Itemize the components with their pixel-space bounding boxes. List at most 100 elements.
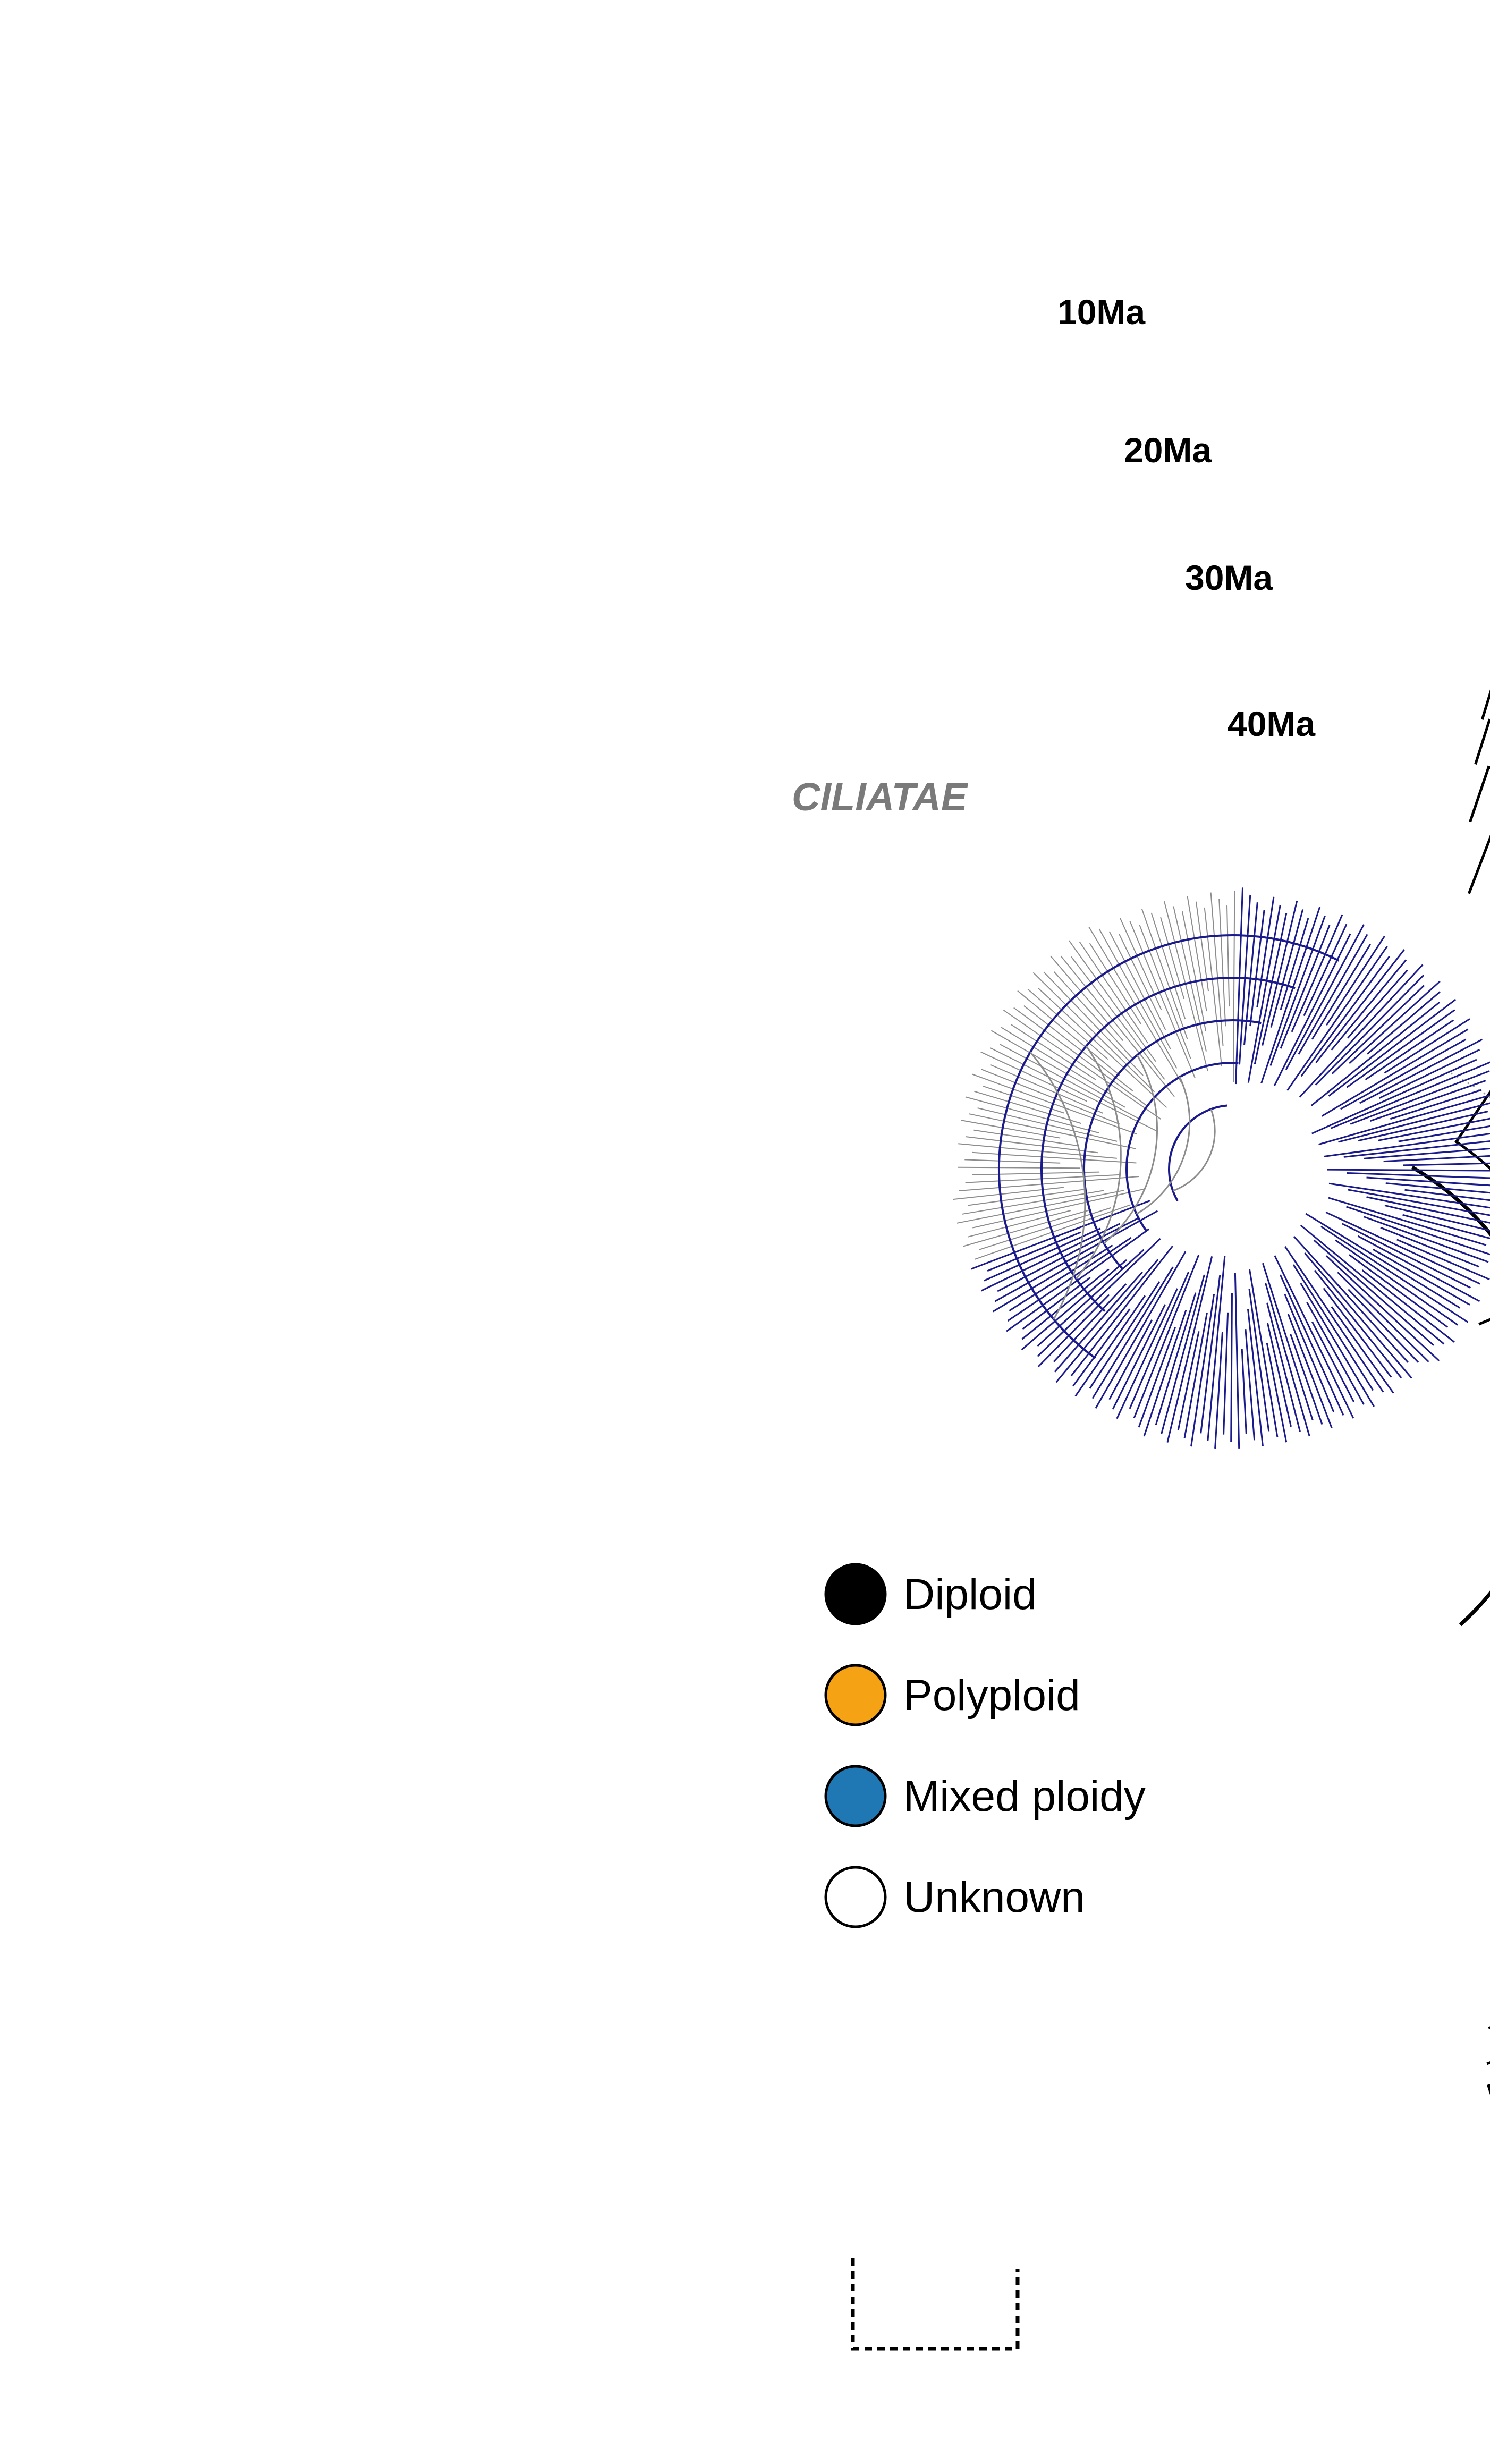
inset-branch [1256,896,1275,1007]
inset-branch [1315,949,1405,1063]
inset-branch [1245,1328,1256,1441]
inset-branch [1331,959,1407,1051]
inset-branch [969,1113,1136,1149]
inset-branch [1089,1281,1161,1389]
inset-arc [1168,1104,1227,1201]
inset-branch [1190,1294,1215,1447]
inset-branch [1402,1214,1490,1240]
inset-branch [1306,1302,1365,1405]
inset-branch [1328,998,1457,1097]
inset-branch [1161,1274,1205,1434]
inset-branch [1280,925,1331,1049]
inset-branch [1318,1094,1490,1146]
inset-branch [1325,1211,1480,1285]
inset-branch [1037,1294,1110,1368]
inset-branch [1254,913,1288,1064]
inset-branch [1070,1246,1173,1377]
inset-branch [1310,1001,1441,1106]
inset-branch [1357,1235,1480,1302]
inset-branch [1021,1259,1128,1351]
inset-branch [1299,964,1424,1098]
inset-branch [1023,1005,1133,1091]
inset-branch [1009,1244,1113,1311]
inset-branch [1291,914,1343,1032]
inset-branch [1027,988,1108,1060]
inset-branch [1349,980,1441,1064]
inset-branch [1348,1289,1419,1363]
inset-branch [1342,1223,1471,1289]
inset-branch [1072,1308,1131,1387]
inset-branch [1001,1027,1111,1095]
inset-branch [963,1209,1091,1247]
legend-swatch [824,1866,887,1928]
inset-branch [1384,1204,1490,1232]
inset-branch [1398,1125,1490,1142]
inset-branch [1343,1140,1490,1158]
inset-branch [958,1143,1117,1159]
inset-branch [1321,1028,1469,1117]
inset-branch [1112,1304,1166,1410]
inset-branch [1284,1293,1335,1412]
inset-branch [981,1069,1120,1125]
inset-branch [1074,1295,1146,1397]
inset-branch [1230,1292,1233,1442]
dashed-bracket [851,2258,1020,2351]
inset-branch [1050,955,1124,1042]
inset-branch [1089,943,1141,1024]
inset-branch [1247,1309,1264,1447]
inset-branch [1338,1102,1490,1143]
inset-branch [1247,904,1281,1083]
time-scale-label: 10Ma [1057,292,1146,332]
branch [1467,834,1490,894]
inset-branch [1328,1197,1487,1246]
inset-branch [962,1190,1104,1215]
inset-branch [1324,1132,1490,1157]
inset-branch [957,1166,1080,1169]
inset-branch [1269,916,1326,1066]
inset-branch [1017,990,1121,1076]
inset-branch [1155,1292,1197,1426]
inset-branch [1098,928,1178,1069]
inset-branch [1003,1010,1161,1120]
inset-branch [1233,891,1235,1083]
inset-branch [1108,1319,1153,1400]
inset-branch [1366,1176,1490,1187]
clade-title: CILIATAE [792,775,969,819]
inset-branch [1380,1226,1480,1268]
inset-arc [1125,1061,1239,1232]
inset-branch [1139,925,1191,1059]
inset-branch [1404,1189,1490,1201]
inset-branch [1287,1314,1333,1429]
inset-branch [1279,1274,1344,1416]
inset-branch [1091,1266,1174,1399]
inset-branch [1182,911,1207,1032]
inset-branch [1383,1155,1490,1163]
inset-branch [1054,1271,1143,1373]
inset-branch [1234,1273,1240,1449]
inset-branch [1286,945,1388,1091]
inset-branch [1370,1080,1486,1122]
inset-branch [1095,1251,1187,1409]
inset-branch [1235,887,1243,1085]
inset-branch [1325,1255,1440,1361]
branch-arc [1486,2084,1490,2088]
inset-branch [1108,931,1171,1050]
inset-branch [1331,985,1425,1074]
inset-branch [1378,1048,1480,1099]
inset-branch [1300,955,1390,1077]
inset-branch [1284,1246,1384,1393]
branch [1469,765,1490,823]
inset-branch [1348,1189,1490,1216]
inset-branch [1349,1254,1449,1328]
inset-branch [1346,1206,1490,1256]
inset-branch [1340,1038,1467,1110]
inset-branch [972,1073,1137,1135]
inset-branch [1331,1306,1394,1394]
inset-branch [971,1200,1150,1270]
phylogenetic-tree [1411,689,1490,2095]
inset-arc [1103,1054,1158,1244]
inset-branch [1133,1255,1200,1419]
inset-branch [1327,1169,1490,1172]
inset-branch [973,1129,1079,1147]
